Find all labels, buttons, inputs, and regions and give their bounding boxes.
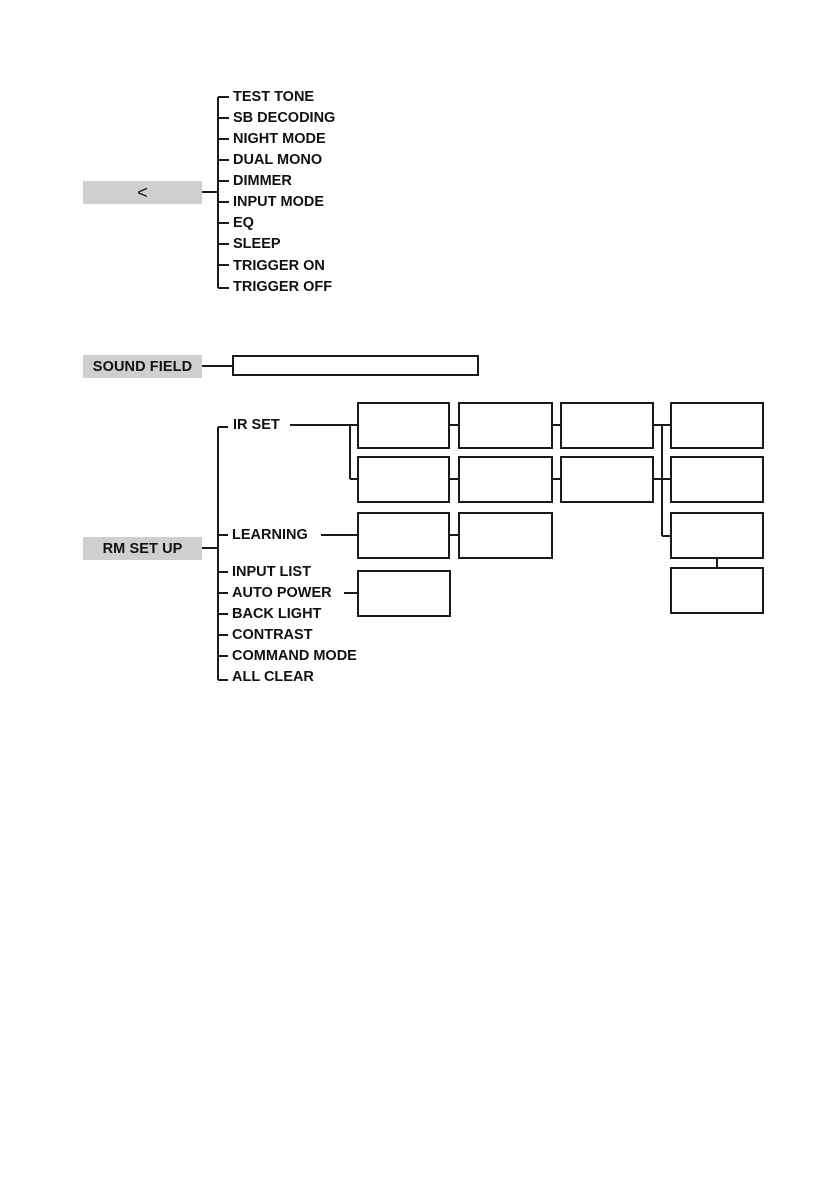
top-menu-key[interactable]: < [83,181,202,204]
menu-item-eq: EQ [233,215,254,231]
menu-item-night-mode: NIGHT MODE [233,131,326,147]
sound-field-box [232,355,479,376]
ir-set-box [458,402,553,449]
learning-box [458,512,553,559]
menu-item-dual-mono: DUAL MONO [233,152,323,168]
menu-item-test-tone: TEST TONE [233,89,315,105]
top-menu-key-label: < [137,182,148,202]
ir-set-box [670,402,764,449]
sound-field-key[interactable]: SOUND FIELD [83,355,202,378]
learning-box [357,512,450,559]
rm-item-all-clear: ALL CLEAR [232,669,314,685]
auto-power-box [357,570,451,617]
ir-set-box [670,567,764,614]
menu-item-sb-decoding: SB DECODING [233,110,336,126]
rm-item-input-list: INPUT LIST [232,564,311,580]
rm-item-contrast: CONTRAST [232,627,313,643]
rm-item-ir-set: IR SET [233,417,280,433]
ir-set-box [670,512,764,559]
sound-field-key-label: SOUND FIELD [92,358,193,375]
ir-set-box [458,456,553,503]
menu-item-trigger-on: TRIGGER ON [233,258,325,274]
ir-set-box [357,402,450,449]
menu-item-input-mode: INPUT MODE [233,194,325,210]
menu-item-trigger-off: TRIGGER OFF [233,279,333,295]
menu-item-dimmer: DIMMER [233,173,292,189]
ir-set-box [560,456,654,503]
rm-set-up-key[interactable]: RM SET UP [83,537,202,560]
rm-item-command-mode: COMMAND MODE [232,648,357,664]
ir-set-box [670,456,764,503]
rm-item-auto-power: AUTO POWER [232,585,332,601]
menu-item-sleep: SLEEP [233,236,281,252]
rm-item-back-light: BACK LIGHT [232,606,322,622]
rm-item-learning: LEARNING [232,527,308,543]
rm-set-up-key-label: RM SET UP [102,540,183,557]
ir-set-box [560,402,654,449]
ir-set-box [357,456,450,503]
